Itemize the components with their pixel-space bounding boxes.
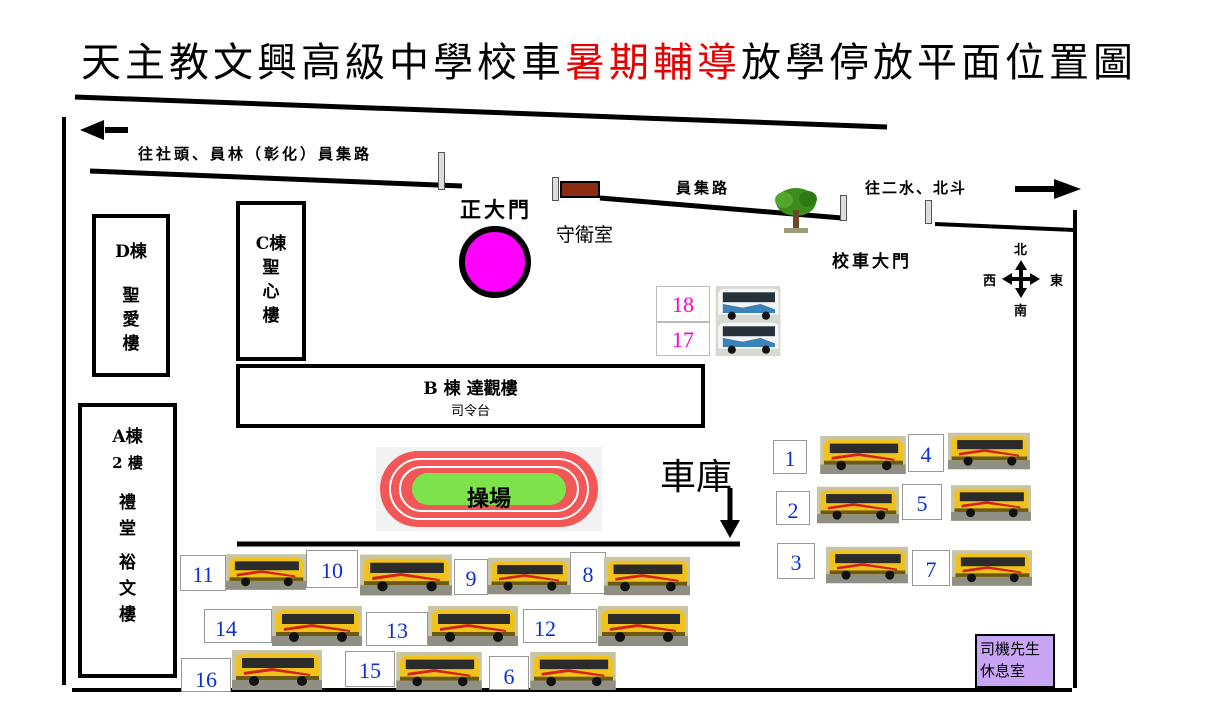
building-a (78, 403, 177, 678)
building-d-line3: 樓 (122, 334, 140, 354)
compass-south: 南 (1014, 304, 1028, 319)
parking-number-8: 8 (570, 552, 606, 594)
bus-icon (952, 548, 1032, 588)
garage-arrow-head (720, 520, 740, 538)
guard-room-marker (560, 181, 600, 198)
east-arrow-head (1054, 179, 1081, 199)
bus-icon (948, 432, 1030, 470)
top-road-line (74, 94, 888, 130)
parking-number-16: 16 (181, 658, 231, 692)
building-c (236, 201, 306, 361)
guard-room-label: 守衛室 (556, 224, 614, 246)
main-gate-label: 正大門 (460, 197, 532, 222)
gate-post (552, 177, 559, 201)
building-a-floor: 2 樓 (112, 454, 143, 472)
field-label: 操場 (466, 486, 511, 512)
building-c-name: C棟 (255, 234, 287, 254)
main-road-label: 員集路 (676, 179, 731, 197)
driver-room-line1: 司機先生 (980, 640, 1041, 658)
title-part-1: 天主教文興高級中學校車 (81, 40, 565, 86)
main-gate-marker (459, 226, 531, 298)
parking-number-12: 12 (523, 609, 597, 643)
bus-icon (530, 652, 616, 690)
tree-icon (775, 188, 817, 233)
bus-icon (951, 484, 1031, 522)
parking-number-2: 2 (776, 491, 810, 525)
building-a-line2: 堂 (119, 519, 136, 539)
road-line-west (89, 168, 463, 189)
gate-post (925, 200, 932, 224)
parking-number-17: 17 (656, 322, 710, 356)
parking-number-4: 4 (908, 434, 944, 472)
parking-number-13: 13 (366, 612, 428, 646)
driver-rest-room: 司機先生 休息室 (975, 634, 1055, 688)
bus-icon (712, 286, 784, 322)
podium-label: 司令台 (450, 404, 490, 419)
bus-icon (712, 320, 784, 356)
parking-number-18: 18 (656, 286, 710, 322)
building-d-text: D棟 聖 愛 樓 (92, 240, 170, 356)
building-b (236, 364, 705, 428)
building-b-name: B 棟 達觀樓 (423, 379, 518, 399)
parking-number-15: 15 (345, 651, 395, 687)
bus-gate-label: 校車大門 (832, 252, 912, 272)
map-title: 天主教文興高級中學校車暑期輔導放學停放平面位置圖 (0, 30, 1218, 88)
building-d-line1: 聖 (122, 286, 140, 306)
building-d (92, 214, 170, 377)
garage-label: 車庫 (660, 457, 733, 498)
bus-icon (597, 606, 689, 646)
gate-post (438, 152, 445, 190)
road-line-far-east (934, 222, 1075, 232)
bus-icon (826, 545, 908, 585)
building-c-text: C棟 聖 心 樓 (236, 232, 306, 328)
parking-number-14: 14 (204, 609, 272, 643)
parking-number-9: 9 (454, 559, 488, 595)
compass-icon (1002, 260, 1040, 298)
bus-icon (428, 606, 518, 646)
compass-north: 北 (1014, 243, 1028, 258)
west-road-label: 往社頭、員林（彰化）員集路 (138, 145, 373, 163)
compass-west: 西 (983, 274, 997, 289)
parking-number-5: 5 (902, 484, 942, 520)
bus-icon (604, 556, 690, 596)
building-a-line4: 文 (119, 579, 136, 599)
title-highlight: 暑期輔導 (565, 40, 741, 86)
west-arrow-head (80, 120, 104, 140)
building-c-line2: 心 (262, 282, 280, 302)
bus-icon (820, 436, 906, 474)
parking-number-11: 11 (180, 555, 226, 591)
building-a-text: A棟 2 樓 禮 堂 裕 文 樓 (78, 424, 177, 628)
building-a-line5: 樓 (119, 605, 136, 625)
east-road-label: 往二水、北斗 (865, 179, 968, 197)
bus-icon (817, 486, 899, 524)
building-d-line2: 愛 (122, 310, 140, 330)
parking-number-6: 6 (489, 656, 529, 690)
bus-icon (232, 650, 322, 690)
bus-icon (360, 554, 452, 596)
bus-icon (272, 606, 362, 646)
building-a-line3: 裕 (119, 553, 136, 573)
title-part-3: 放學停放平面位置圖 (741, 40, 1137, 86)
bus-icon (226, 552, 306, 592)
building-c-line1: 聖 (262, 258, 280, 278)
bus-icon (396, 652, 482, 690)
parking-number-1: 1 (773, 440, 807, 474)
parking-number-3: 3 (777, 543, 815, 579)
parking-number-7: 7 (912, 550, 950, 586)
driver-room-line2: 休息室 (980, 662, 1026, 680)
compass-east: 東 (1050, 274, 1064, 289)
sports-field (376, 447, 602, 531)
building-d-name: D棟 (115, 242, 147, 262)
gate-post (840, 195, 847, 221)
building-c-line3: 樓 (262, 306, 280, 326)
parking-number-10: 10 (306, 550, 358, 588)
building-a-name: A棟 (112, 427, 143, 447)
bus-icon (488, 556, 570, 596)
building-a-line1: 禮 (119, 493, 136, 513)
